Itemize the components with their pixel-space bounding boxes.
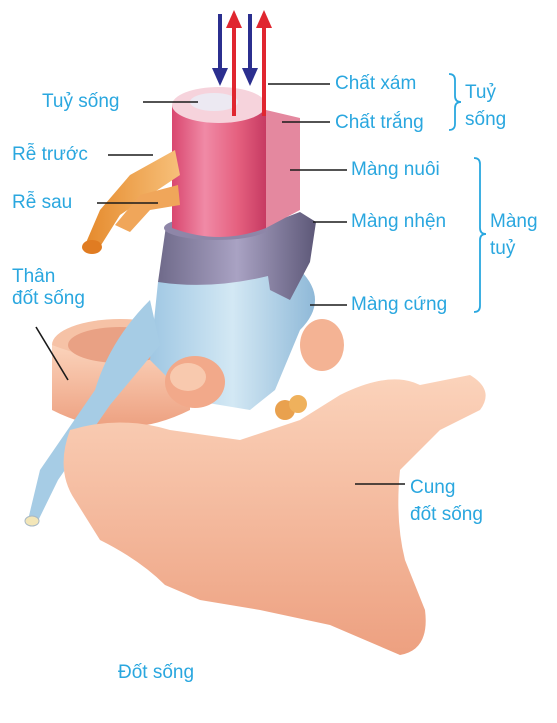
label-dot-song: Đốt sống bbox=[118, 662, 194, 684]
label-chat-trang: Chất trắng bbox=[335, 112, 424, 134]
label-mang-cung: Màng cứng bbox=[351, 294, 447, 316]
label-mang-tuy-group: Màng tuỷ bbox=[490, 208, 538, 262]
label-re-sau: Rễ sau bbox=[12, 192, 72, 214]
label-mang-nhen: Màng nhện bbox=[351, 211, 446, 233]
label-mang-nuoi: Màng nuôi bbox=[351, 159, 440, 181]
label-re-truoc: Rễ trước bbox=[12, 144, 88, 166]
label-tuy-song: Tuỷ sống bbox=[42, 91, 119, 113]
label-cung-dot-song: Cung đốt sống bbox=[410, 474, 483, 528]
label-chat-xam: Chất xám bbox=[335, 73, 416, 95]
label-than-dot-song: Thân đốt sống bbox=[12, 266, 85, 310]
label-tuy-song-group: Tuỷ sống bbox=[465, 79, 506, 133]
